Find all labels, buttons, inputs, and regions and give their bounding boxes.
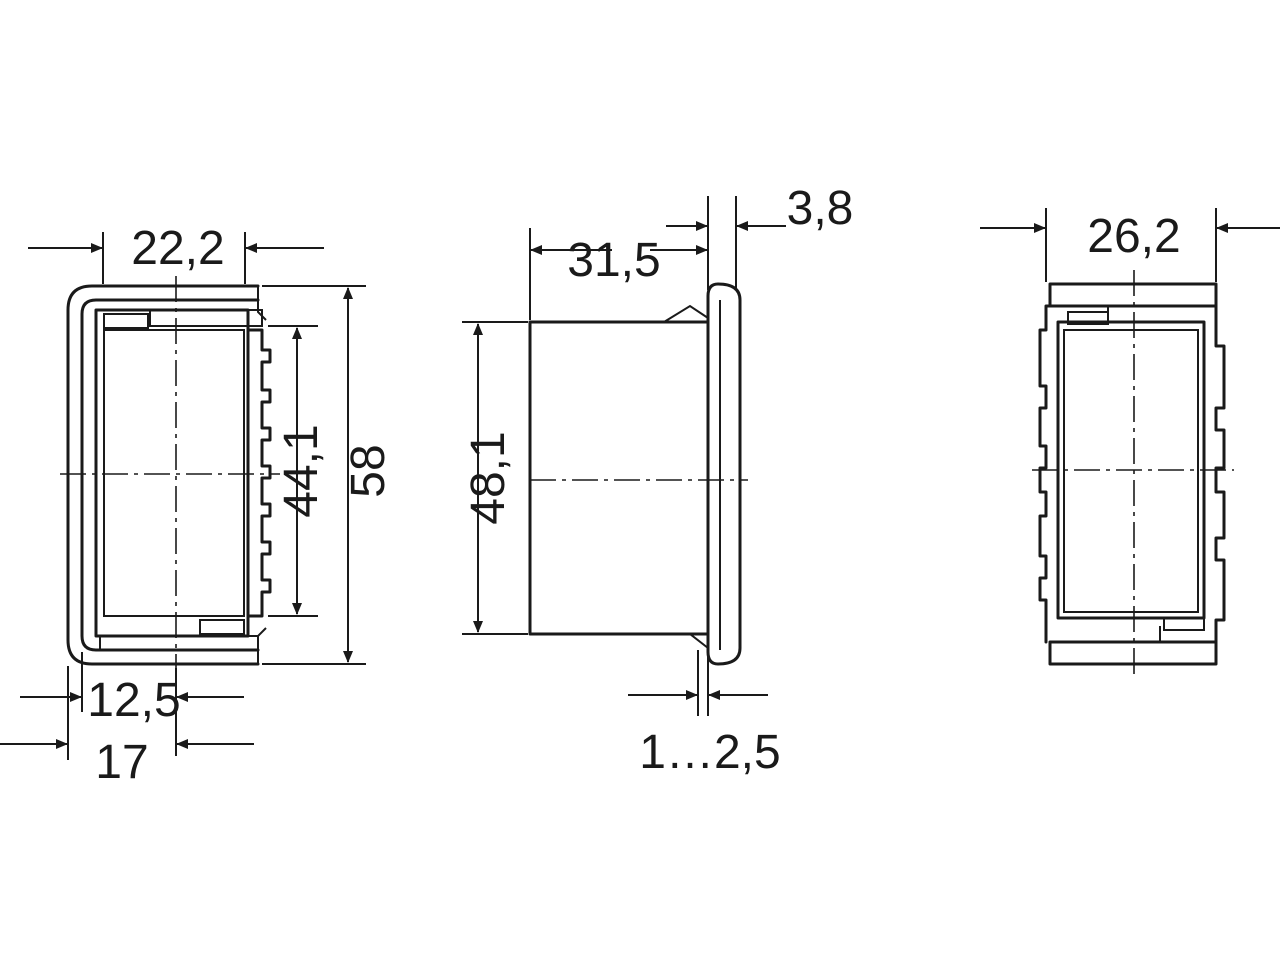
dim-side-flange: 3,8 (787, 182, 854, 235)
front-view: 22,2 44,1 58 12,5 17 (0, 222, 395, 789)
dim-front-inner-height: 44,1 (275, 424, 328, 517)
dim-front-offset-a: 12,5 (87, 674, 180, 727)
dim-back-width: 26,2 (1087, 210, 1180, 263)
dim-side-body-height: 48,1 (462, 431, 515, 524)
dim-front-outer-height: 58 (342, 444, 395, 497)
dim-front-width: 22,2 (131, 222, 224, 275)
side-view: 48,1 31,5 3,8 1…2,5 (462, 182, 853, 779)
dim-panel-thickness: 1…2,5 (639, 726, 780, 779)
dim-front-offset-b: 17 (95, 736, 148, 789)
back-view: 26,2 (980, 208, 1280, 680)
dim-side-depth: 31,5 (567, 234, 660, 287)
